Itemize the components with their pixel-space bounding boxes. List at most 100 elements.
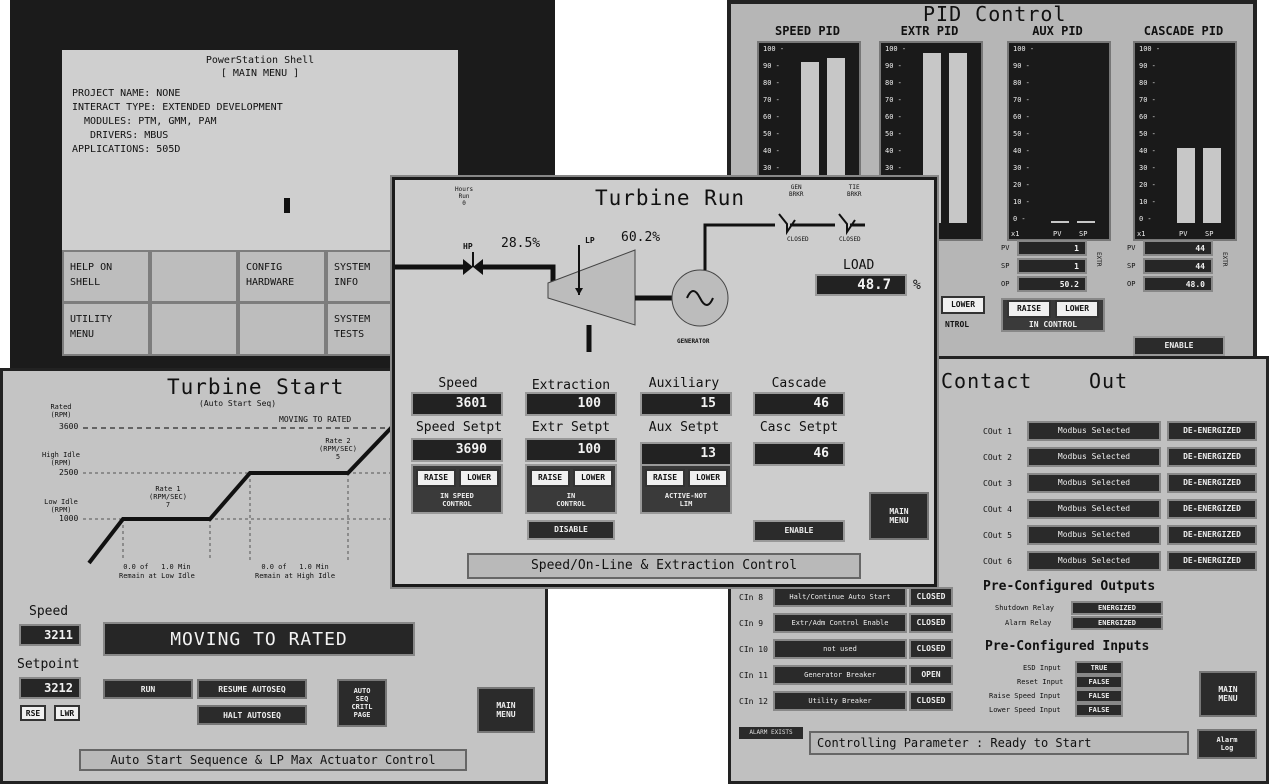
aux-raise-button[interactable]: RAISE (1007, 300, 1051, 318)
start-main-menu-button[interactable]: MAIN MENU (477, 687, 535, 733)
extr-lower-button[interactable]: LOWER (941, 296, 985, 314)
high-idle-axis-label: High Idle (RPM) (42, 451, 80, 467)
shell-subtitle: [ MAIN MENU ] (220, 68, 300, 79)
speed-raise-button[interactable]: RAISE (416, 469, 456, 487)
alarm-log-button[interactable]: Alarm Log (1197, 729, 1257, 759)
cout-5-label: COut 5 (983, 531, 1012, 540)
contact-main-menu-button[interactable]: MAIN MENU (1199, 671, 1257, 717)
speed-lower-button[interactable]: LOWER (459, 469, 499, 487)
cin-9-name[interactable]: Extr/Adm Control Enable (773, 613, 907, 633)
rated-axis-label: Rated (RPM) (50, 403, 72, 419)
turbine-body (547, 249, 636, 326)
generator-label: GENERATOR (677, 338, 710, 345)
speed-pid-title: SPEED PID (774, 24, 841, 38)
cin-12-name[interactable]: Utility Breaker (773, 691, 907, 711)
cout-1-source[interactable]: Modbus Selected (1027, 421, 1161, 441)
cout-3-source[interactable]: Modbus Selected (1027, 473, 1161, 493)
cout-2-source[interactable]: Modbus Selected (1027, 447, 1161, 467)
aux-sp-bar (1077, 221, 1095, 223)
scale-tick-label: 100 - (1139, 45, 1161, 53)
auto-seq-critl-page-button[interactable]: AUTO SEQ CRITL PAGE (337, 679, 387, 727)
lower-speed-input-label: Lower Speed Input (989, 706, 1061, 714)
extr-status-fragment: NTROL (945, 320, 970, 329)
cout-6-state: DE-ENERGIZED (1167, 551, 1257, 571)
start-setpoint-label: Setpoint (17, 657, 80, 672)
aux-sp-readout: 1 (1017, 258, 1087, 274)
scale-tick-label: 90 - (885, 62, 902, 70)
cout-5-source[interactable]: Modbus Selected (1027, 525, 1161, 545)
cascade-run-enable-button[interactable]: ENABLE (753, 520, 845, 542)
load-label: LOAD (843, 258, 875, 273)
text-cursor (284, 198, 290, 213)
scale-tick-label: 50 - (885, 130, 902, 138)
menu-cell-7[interactable] (240, 304, 324, 354)
cascade-sp-readout: 44 (1143, 258, 1213, 274)
cin-12-label: CIn 12 (739, 697, 768, 706)
raise-speed-input-label: Raise Speed Input (989, 692, 1061, 700)
cin-11-name[interactable]: Generator Breaker (773, 665, 907, 685)
aux-run-control-panel: RAISE LOWER ACTIVE-NOT LIM (640, 464, 732, 514)
scale-tick-label: 30 - (1013, 164, 1030, 172)
halt-autoseq-button[interactable]: HALT AUTOSEQ (197, 705, 307, 725)
cascade-label: Cascade (771, 376, 827, 391)
cascade-pid-bargraph: x1 PV SP 100 -90 -80 -70 -60 -50 -40 -30… (1133, 41, 1237, 241)
cout-6-source[interactable]: Modbus Selected (1027, 551, 1161, 571)
menu-cell-6[interactable] (152, 304, 236, 354)
extr-disable-button[interactable]: DISABLE (527, 520, 615, 540)
cout-4-state: DE-ENERGIZED (1167, 499, 1257, 519)
aux-pid-title: AUX PID (1032, 24, 1083, 38)
setpoint-lower-button[interactable]: LWR (54, 705, 80, 721)
cin-10-state: CLOSED (909, 639, 953, 659)
aux-lower-button[interactable]: LOWER (1055, 300, 1099, 318)
cin-11-state: OPEN (909, 665, 953, 685)
casc-setpt-value: 46 (753, 442, 845, 466)
gen-breaker-state: CLOSED (787, 236, 809, 243)
resume-autoseq-button[interactable]: RESUME AUTOSEQ (197, 679, 307, 699)
run-button[interactable]: RUN (103, 679, 193, 699)
generator-wave (686, 290, 714, 306)
alarm-exists-indicator[interactable]: ALARM EXISTS (739, 727, 803, 739)
tie-breaker-symbol (838, 213, 856, 236)
cout-4-source[interactable]: Modbus Selected (1027, 499, 1161, 519)
speed-control-status: IN SPEED CONTROL (440, 492, 474, 508)
aux-scale-suffix: x1 (1011, 230, 1020, 238)
extr-raise-button[interactable]: RAISE (530, 469, 570, 487)
setpoint-raise-button[interactable]: RSE (20, 705, 46, 721)
menu-cell-2[interactable] (152, 252, 236, 301)
tie-breaker-state: CLOSED (839, 236, 861, 243)
cascade-scale-suffix: x1 (1137, 230, 1146, 238)
aux-run-lower-button[interactable]: LOWER (688, 469, 728, 487)
controlling-parameter-bar: Controlling Parameter : Ready to Start (809, 731, 1189, 755)
cin-10-name[interactable]: not used (773, 639, 907, 659)
speed-setpt-label: Speed Setpt (415, 420, 503, 435)
cin-10-label: CIn 10 (739, 645, 768, 654)
extr-setpt-label: Extr Setpt (531, 420, 611, 435)
aux-run-raise-button[interactable]: RAISE (645, 469, 685, 487)
aux-pid-column: AUX PID x1 PV SP 100 -90 -80 -70 -60 -50… (1001, 24, 1114, 358)
run-footer-bar: Speed/On-Line & Extraction Control (467, 553, 861, 579)
cascade-pid-title: CASCADE PID (1143, 24, 1224, 38)
scale-tick-label: 0 - (1139, 215, 1152, 223)
cascade-enable-button[interactable]: ENABLE (1133, 336, 1225, 356)
scale-tick-label: 90 - (1139, 62, 1156, 70)
extr-lower-button[interactable]: LOWER (573, 469, 613, 487)
reset-input-label: Reset Input (1017, 678, 1064, 686)
rate-1-label: Rate 1 (RPM/SEC) 7 (149, 485, 187, 509)
cin-8-name[interactable]: Halt/Continue Auto Start (773, 587, 907, 607)
status-banner: MOVING TO RATED (103, 622, 415, 656)
extraction-label: Extraction (531, 378, 611, 393)
run-main-menu-button[interactable]: MAIN MENU (869, 492, 929, 540)
raise-speed-input-state: FALSE (1075, 689, 1123, 703)
aux-pv-readout: 1 (1017, 240, 1087, 256)
cin-8-label: CIn 8 (739, 593, 764, 602)
scale-tick-label: 30 - (1139, 164, 1156, 172)
auxiliary-value: 15 (640, 392, 732, 416)
cascade-pv-readout: 44 (1143, 240, 1213, 256)
extr-pid-title: EXTR PID (900, 24, 959, 38)
start-speed-label: Speed (29, 604, 69, 619)
scale-tick-label: 90 - (763, 62, 780, 70)
cout-1-state: DE-ENERGIZED (1167, 421, 1257, 441)
